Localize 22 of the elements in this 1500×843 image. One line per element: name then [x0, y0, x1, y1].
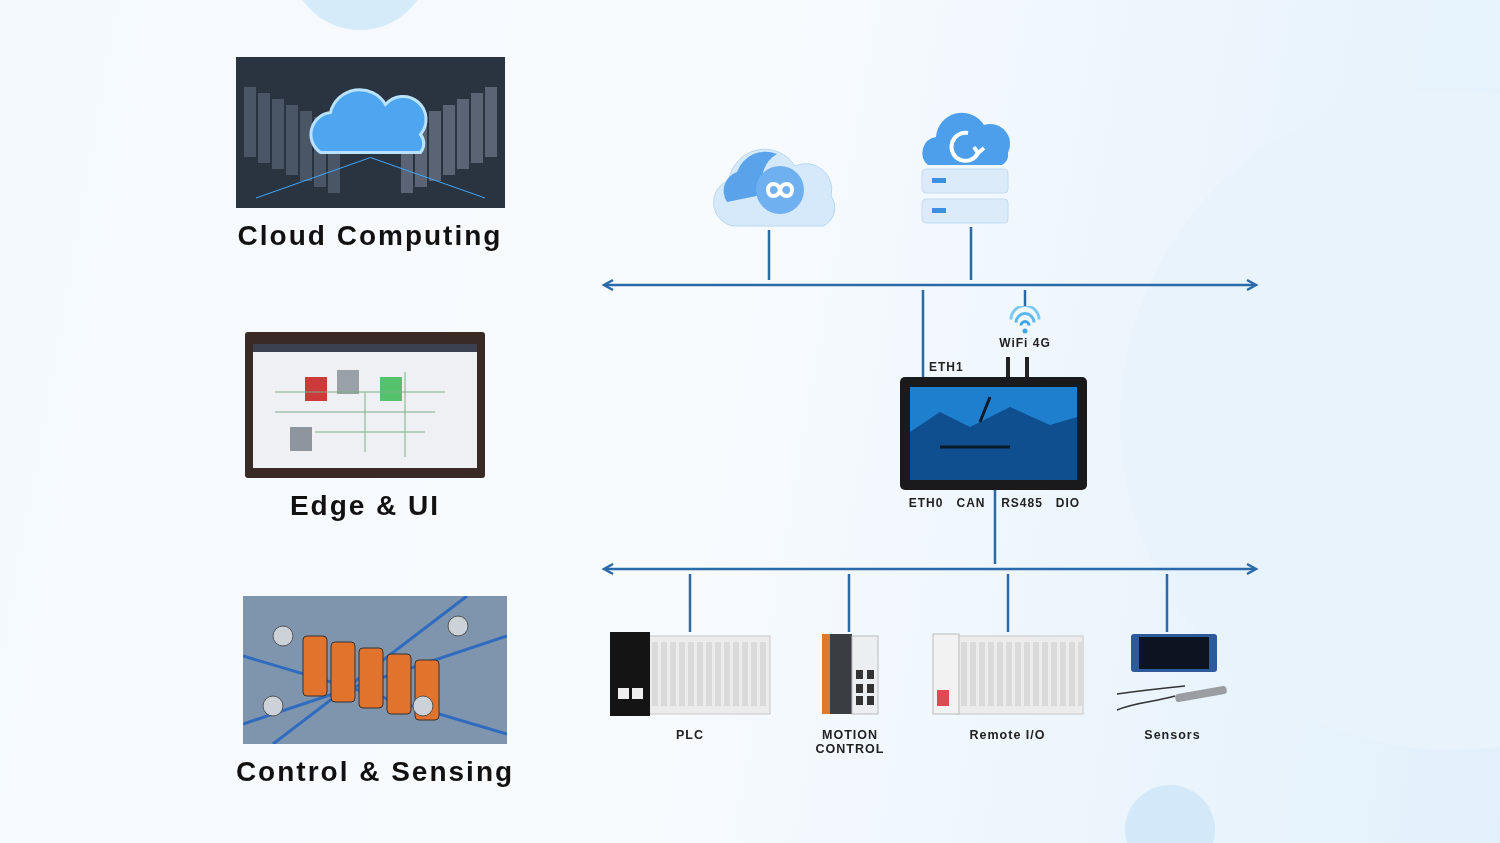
port-label: RS485 — [1001, 496, 1043, 510]
device-label: PLC — [676, 728, 704, 742]
connector-line — [767, 230, 771, 280]
wireless-label: WiFi 4G — [999, 336, 1051, 350]
device-label: Remote I/O — [969, 728, 1046, 742]
section-heading: Cloud Computing — [237, 220, 503, 252]
connector-line — [1006, 574, 1010, 632]
port-label: DIO — [1055, 496, 1081, 510]
connector-line — [688, 574, 692, 632]
section-heading: Edge & UI — [289, 490, 441, 522]
connector-line — [993, 490, 997, 564]
connector-line — [921, 290, 925, 377]
port-label: ETH0 — [908, 496, 944, 510]
connector-line — [1023, 290, 1027, 306]
connector-line — [847, 574, 851, 632]
device-label: MOTION CONTROL — [814, 728, 886, 756]
device-label: Sensors — [1144, 728, 1201, 742]
port-label: CAN — [956, 496, 986, 510]
section-heading: Control & Sensing — [235, 756, 515, 788]
connector-line — [1165, 574, 1169, 632]
connector-line — [969, 227, 973, 280]
port-label: ETH1 — [929, 360, 964, 374]
